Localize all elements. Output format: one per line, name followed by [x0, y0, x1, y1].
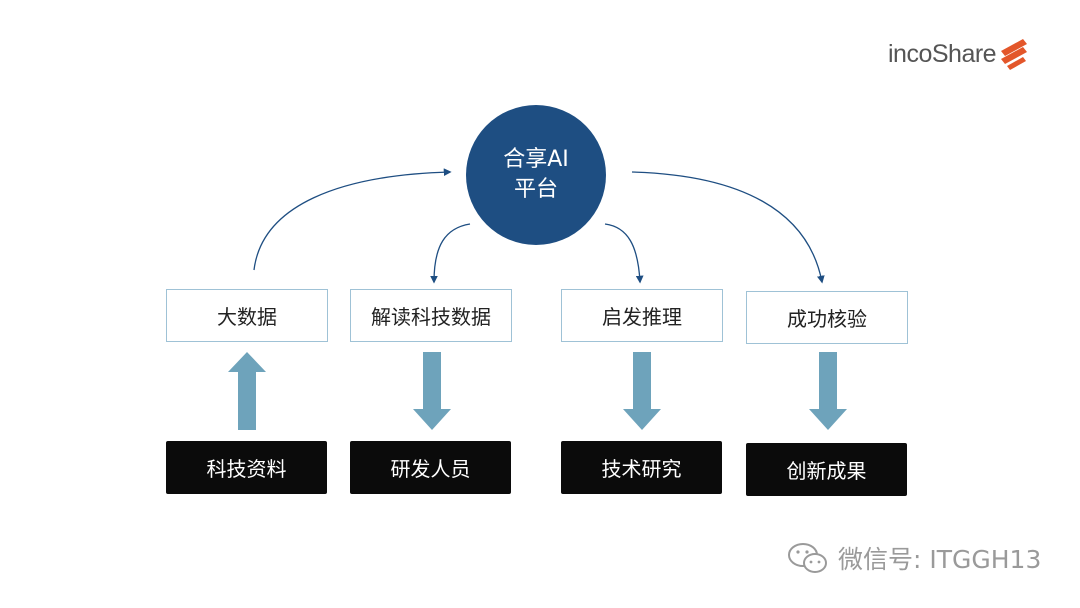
curve-arrow-hub-to-verify: [631, 171, 825, 284]
watermark-text: 微信号: ITGGH13: [838, 545, 1042, 574]
incoshare-logo: incoShare: [888, 34, 1029, 74]
ai-platform-hub: 合享AI 平台: [466, 105, 606, 245]
base-label: 创新成果: [786, 459, 867, 483]
hub-line-1: 合享AI: [503, 147, 569, 172]
hub-line-2: 平台: [513, 177, 558, 202]
step-label: 解读科技数据: [371, 305, 491, 329]
block-arrow-down-3: [809, 352, 847, 430]
base-box-materials: 科技资料: [166, 441, 327, 494]
step-box-big-data: 大数据: [166, 289, 328, 342]
step-label: 大数据: [217, 305, 277, 329]
block-arrow-down-1: [413, 352, 451, 430]
curve-arrow-bigdata-to-hub: [253, 168, 452, 271]
curve-arrow-hub-to-reasoning: [604, 223, 644, 284]
logo-text: incoShare: [888, 39, 997, 68]
base-label: 研发人员: [390, 457, 471, 481]
base-box-researchers: 研发人员: [350, 441, 511, 494]
logo-stripes-icon: [1001, 39, 1028, 70]
step-box-verify: 成功核验: [746, 291, 908, 344]
base-box-tech-research: 技术研究: [561, 441, 722, 494]
base-label: 科技资料: [206, 457, 287, 481]
curve-arrow-hub-to-interpret: [430, 223, 471, 284]
base-label: 技术研究: [601, 457, 682, 481]
step-box-inspire-reasoning: 启发推理: [561, 289, 723, 342]
block-arrow-up: [228, 352, 266, 430]
block-arrow-down-2: [623, 352, 661, 430]
step-label: 成功核验: [787, 307, 867, 331]
step-label: 启发推理: [602, 305, 682, 329]
step-box-interpret-data: 解读科技数据: [350, 289, 512, 342]
wechat-watermark: 微信号: ITGGH13: [786, 538, 1041, 578]
base-box-innovation: 创新成果: [746, 443, 907, 496]
wechat-icon: [788, 543, 827, 573]
